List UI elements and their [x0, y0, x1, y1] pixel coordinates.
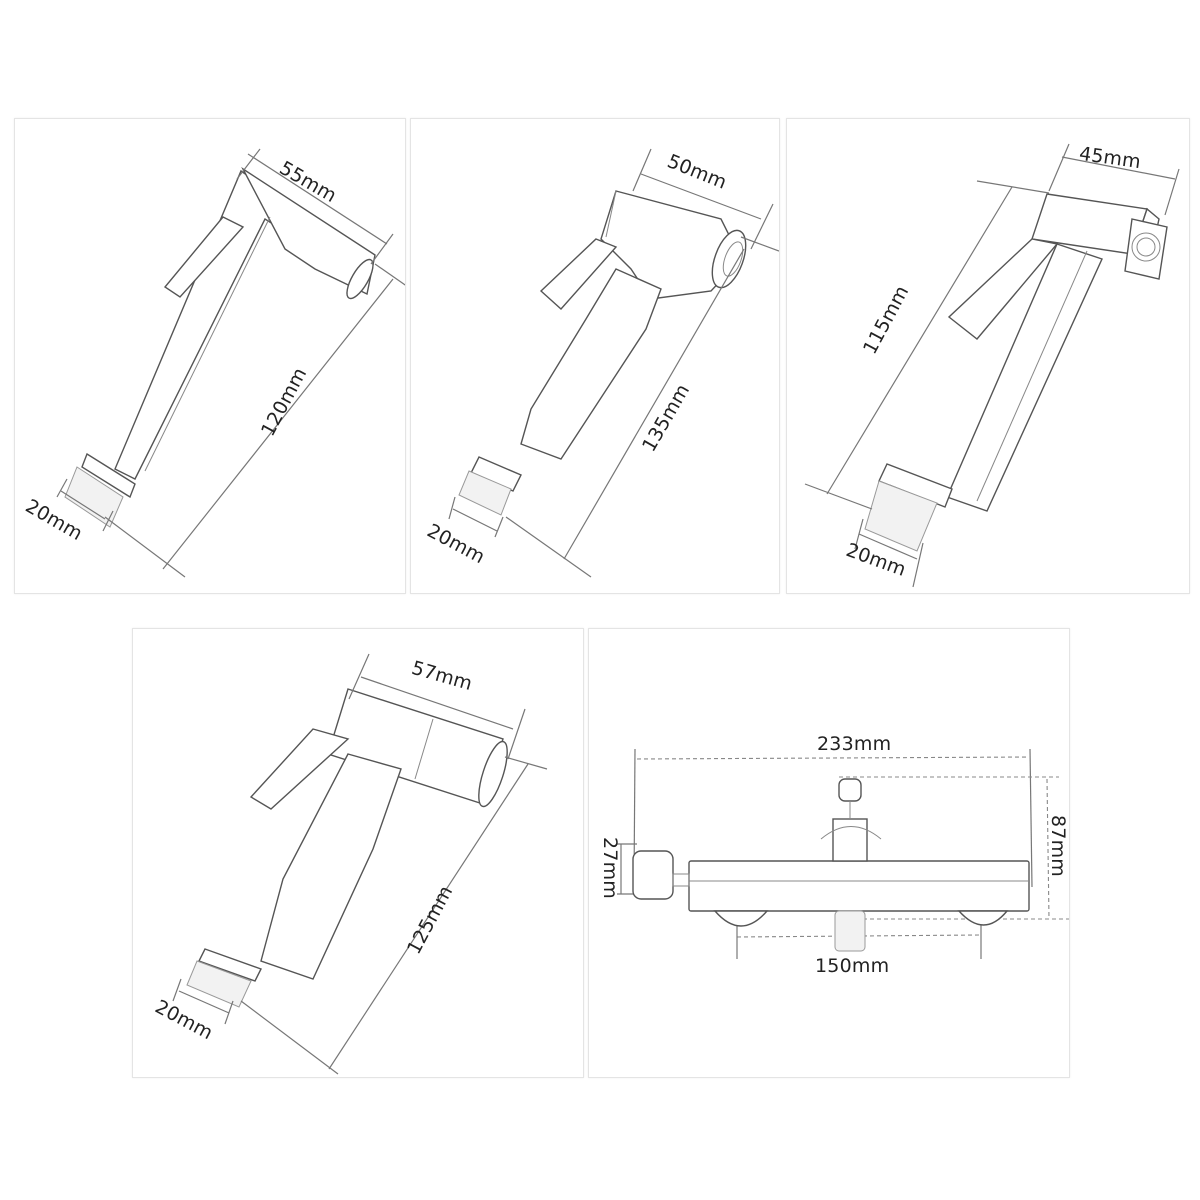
dim-side-height-label: 27mm: [599, 837, 621, 899]
sprayer-a-drawing: [56, 148, 405, 578]
dim-mount-spacing-label: 150mm: [815, 955, 890, 977]
sprayer-b-drawing: [448, 148, 779, 578]
sprayer-c-drawing: [804, 143, 1180, 588]
panel-sprayer-b: 50mm 135mm 20mm: [410, 118, 780, 594]
dim-height-label: 87mm: [1047, 815, 1069, 877]
panel-sprayer-c: 45mm 115mm 20mm: [786, 118, 1190, 594]
dim-width-label: 233mm: [817, 733, 892, 755]
panel-sprayer-a: 55mm 120mm 20mm: [14, 118, 406, 594]
valve-holder-drawing: [617, 748, 1069, 959]
panel-valve-holder: 233mm 87mm 27mm 150mm: [588, 628, 1070, 1078]
panel-sprayer-d: 57mm 125mm 20mm: [132, 628, 584, 1078]
sprayer-d-drawing: [172, 653, 548, 1075]
